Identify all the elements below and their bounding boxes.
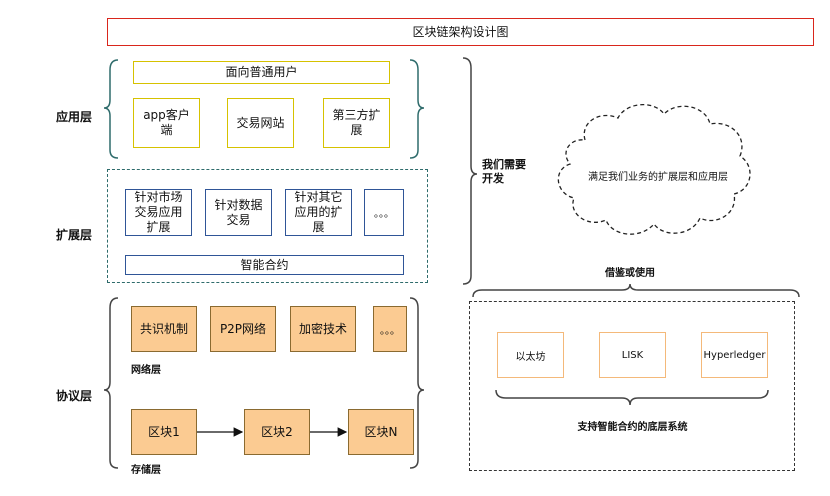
network-layer-label: 网络层	[131, 365, 161, 376]
data-trade-ext-box: 针对数据交易	[205, 189, 272, 236]
app-client-box: app客户端	[133, 98, 200, 148]
target-users-box: 面向普通用户	[133, 61, 390, 84]
block-1-box: 区块1	[131, 409, 197, 455]
layer-label-extension: 扩展层	[56, 228, 93, 242]
hyperledger-box: Hyperledger	[701, 332, 768, 378]
third-party-ext-box: 第三方扩展	[323, 98, 390, 148]
more-ext-label: 。。。	[374, 209, 394, 220]
protocol-right-brace	[409, 297, 425, 469]
target-users-label: 面向普通用户	[225, 65, 298, 79]
ethereum-label: 以太坊	[515, 351, 546, 363]
lisk-label: LISK	[621, 349, 644, 361]
platforms-caption-text: 支持智能合约的底层系统	[577, 421, 688, 433]
ethereum-box: 以太坊	[497, 332, 564, 378]
third-party-ext-label: 第三方扩展	[332, 108, 381, 137]
block-n-label: 区块N	[364, 424, 398, 439]
app-left-brace	[103, 59, 119, 159]
market-trade-ext-label: 针对市场交易应用扩展	[134, 190, 183, 234]
cloud-text: 满足我们业务的扩展层和应用层	[568, 158, 748, 192]
block-2-label: 区块2	[261, 424, 293, 439]
trading-site-label: 交易网站	[236, 115, 285, 130]
block-2-box: 区块2	[244, 409, 310, 455]
diagram-title-text: 区块链架构设计图	[412, 24, 509, 39]
app-right-brace	[409, 59, 425, 159]
more-network-box: 。。。	[373, 306, 407, 352]
smart-contract-label: 智能合约	[240, 257, 289, 272]
consensus-box: 共识机制	[131, 306, 197, 352]
layer-label-application: 应用层	[56, 110, 93, 124]
platforms-brace	[495, 389, 769, 406]
smart-contract-box: 智能合约	[125, 255, 404, 275]
borrow-or-use-label: 借鉴或使用	[605, 268, 655, 279]
other-app-ext-label: 针对其它应用的扩展	[294, 190, 343, 234]
borrow-brace	[472, 283, 800, 298]
more-ext-box: 。。。	[364, 189, 404, 236]
encryption-box: 加密技术	[290, 306, 356, 352]
data-trade-ext-label: 针对数据交易	[214, 197, 263, 227]
other-app-ext-box: 针对其它应用的扩展	[285, 189, 352, 236]
we-develop-label: 我们需要开发	[482, 158, 530, 186]
storage-layer-label: 存储层	[131, 465, 161, 476]
block-1-label: 区块1	[148, 424, 180, 439]
block-n-box: 区块N	[348, 409, 414, 455]
extension-layer-container	[107, 169, 428, 283]
p2p-network-box: P2P网络	[210, 306, 276, 352]
market-trade-ext-box: 针对市场交易应用扩展	[125, 189, 192, 236]
we-develop-text: 我们需要开发	[482, 158, 526, 185]
consensus-label: 共识机制	[139, 321, 188, 336]
develop-brace	[462, 57, 478, 285]
encryption-label: 加密技术	[298, 321, 347, 336]
platforms-container	[469, 301, 795, 471]
platforms-caption: 支持智能合约的底层系统	[497, 417, 768, 433]
trading-site-box: 交易网站	[227, 98, 294, 148]
cloud-shape	[557, 104, 751, 235]
diagram-title: 区块链架构设计图	[107, 18, 814, 46]
lisk-box: LISK	[599, 332, 666, 378]
hyperledger-label: Hyperledger	[703, 349, 766, 361]
app-client-label: app客户端	[143, 108, 190, 137]
layer-label-protocol: 协议层	[56, 389, 93, 403]
p2p-network-label: P2P网络	[219, 321, 267, 336]
cloud-text-label: 满足我们业务的扩展层和应用层	[588, 171, 728, 183]
protocol-left-brace	[103, 297, 119, 469]
more-network-label: 。。。	[380, 325, 400, 337]
